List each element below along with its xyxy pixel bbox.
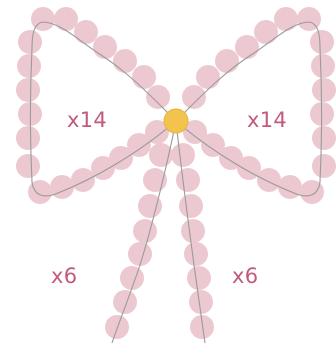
upper-right-loop-count-label: x14 [247,110,287,131]
lower-right-tail-bead [184,242,208,266]
upper-left-loop-bead [16,78,40,102]
upper-right-loop-bead [278,175,302,199]
upper-left-loop-bead [146,85,170,109]
upper-right-loop-bead [311,54,335,78]
upper-left-loop-bead [113,49,137,73]
upper-left-loop-bead [54,7,78,31]
lower-right-tail-bead [187,266,211,290]
upper-left-loop-bead [50,175,74,199]
upper-right-loop-bead [215,49,239,73]
pink-beads [16,7,336,339]
lower-right-tail-count-label: x6 [232,266,258,287]
upper-left-loop-bead [16,154,40,178]
center-bead [164,109,188,133]
upper-left-loop-bead [31,7,55,31]
upper-right-loop-bead [235,35,259,59]
upper-right-loop-bead [274,7,298,31]
upper-left-loop-bead [93,35,117,59]
upper-right-loop-bead [300,180,324,204]
upper-left-loop-bead [71,168,95,192]
upper-left-loop-bead [18,30,42,54]
upper-right-loop-bead [297,7,321,31]
upper-left-loop-bead [28,180,52,204]
upper-left-loop-bead [132,65,156,89]
lower-left-tail-bead [149,143,173,167]
lower-left-tail-bead [105,315,129,339]
upper-right-loop-bead [196,65,220,89]
lower-right-tail-bead [176,168,200,192]
lower-right-tail-bead [171,143,195,167]
upper-right-loop-bead [312,154,336,178]
lower-right-tail-bead [179,194,203,218]
upper-right-loop-bead [257,168,281,192]
upper-right-loop-bead [182,85,206,109]
lower-left-tail-bead [133,219,157,243]
lower-left-tail-bead [113,290,137,314]
upper-right-loop-bead [254,20,278,44]
upper-right-loop-bead [312,78,336,102]
lower-right-tail-bead [189,290,213,314]
upper-left-loop-bead [17,54,41,78]
lower-left-tail-bead [128,242,152,266]
upper-left-loop-bead [16,126,40,150]
upper-left-loop-bead [74,20,98,44]
upper-right-loop-bead [312,126,336,150]
lower-right-tail-bead [181,219,205,243]
center-bead-group [164,109,188,133]
lower-left-tail-count-label: x6 [51,266,77,287]
upper-right-loop-bead [310,30,334,54]
upper-left-loop-count-label: x14 [67,110,107,131]
